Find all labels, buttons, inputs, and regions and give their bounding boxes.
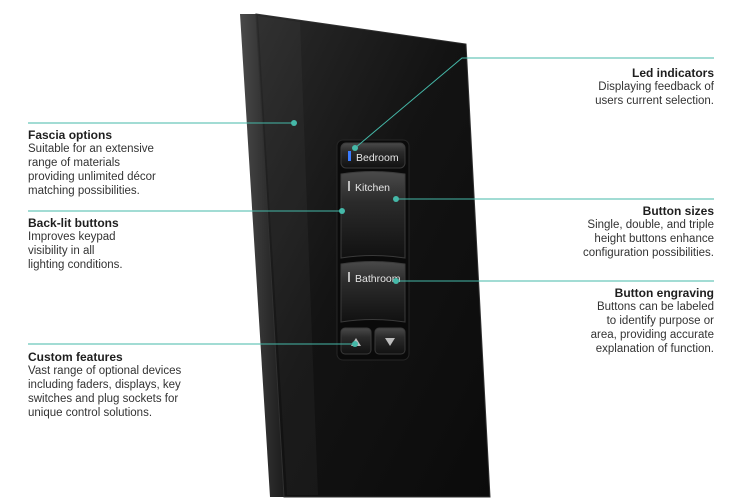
bedroom-led: [348, 151, 351, 161]
kitchen-button-label: Kitchen: [355, 182, 390, 194]
button-sizes-title: Button sizes: [642, 204, 714, 218]
button-engraving-description: Buttons can be labeled to identify purpo…: [590, 301, 714, 355]
bathroom-button-shape: [340, 261, 406, 323]
leader-lines: [28, 57, 714, 345]
down-arrow-icon: [385, 338, 395, 346]
callout-led-indicators: Led indicators Displaying feedback of us…: [514, 66, 714, 108]
fascia-options-description: Suitable for an extensive range of mater…: [28, 143, 156, 197]
dot-custom-features: [352, 341, 358, 347]
leader-dots: [291, 120, 399, 347]
leader-led-indicators: [354, 57, 714, 149]
fascia-options-title: Fascia options: [28, 128, 113, 142]
back-lit-buttons-title: Back-lit buttons: [28, 216, 119, 230]
bedroom-button-label: Bedroom: [356, 152, 399, 164]
button-engraving-title: Button engraving: [614, 286, 714, 300]
callout-fascia-options: Fascia options Suitable for an extensive…: [28, 128, 228, 198]
back-lit-buttons-description: Improves keypad visibility in all lighti…: [28, 231, 123, 271]
callout-back-lit-buttons: Back-lit buttons Improves keypad visibil…: [28, 216, 228, 272]
plate-edge: [240, 14, 284, 497]
dot-button-engraving: [393, 278, 399, 284]
kitchen-button-shape: [340, 171, 406, 259]
dot-led-indicators: [352, 145, 358, 151]
dot-back-lit-buttons: [339, 208, 345, 214]
button-sizes-description: Single, double, and triple height button…: [582, 219, 714, 259]
bathroom-led: [348, 272, 350, 282]
bathroom-button-label: Bathroom: [355, 273, 401, 285]
dot-fascia-options: [291, 120, 297, 126]
kitchen-led: [348, 181, 350, 191]
led-indicators-description: Displaying feedback of users current sel…: [595, 81, 714, 107]
dot-button-sizes: [393, 196, 399, 202]
callout-button-engraving: Button engraving Buttons can be labeled …: [514, 286, 714, 356]
led-indicators-title: Led indicators: [631, 66, 714, 80]
callout-button-sizes: Button sizes Single, double, and triple …: [514, 204, 714, 260]
custom-features-description: Vast range of optional devices including…: [28, 365, 182, 419]
callout-custom-features: Custom features Vast range of optional d…: [28, 350, 258, 420]
custom-features-title: Custom features: [28, 350, 123, 364]
